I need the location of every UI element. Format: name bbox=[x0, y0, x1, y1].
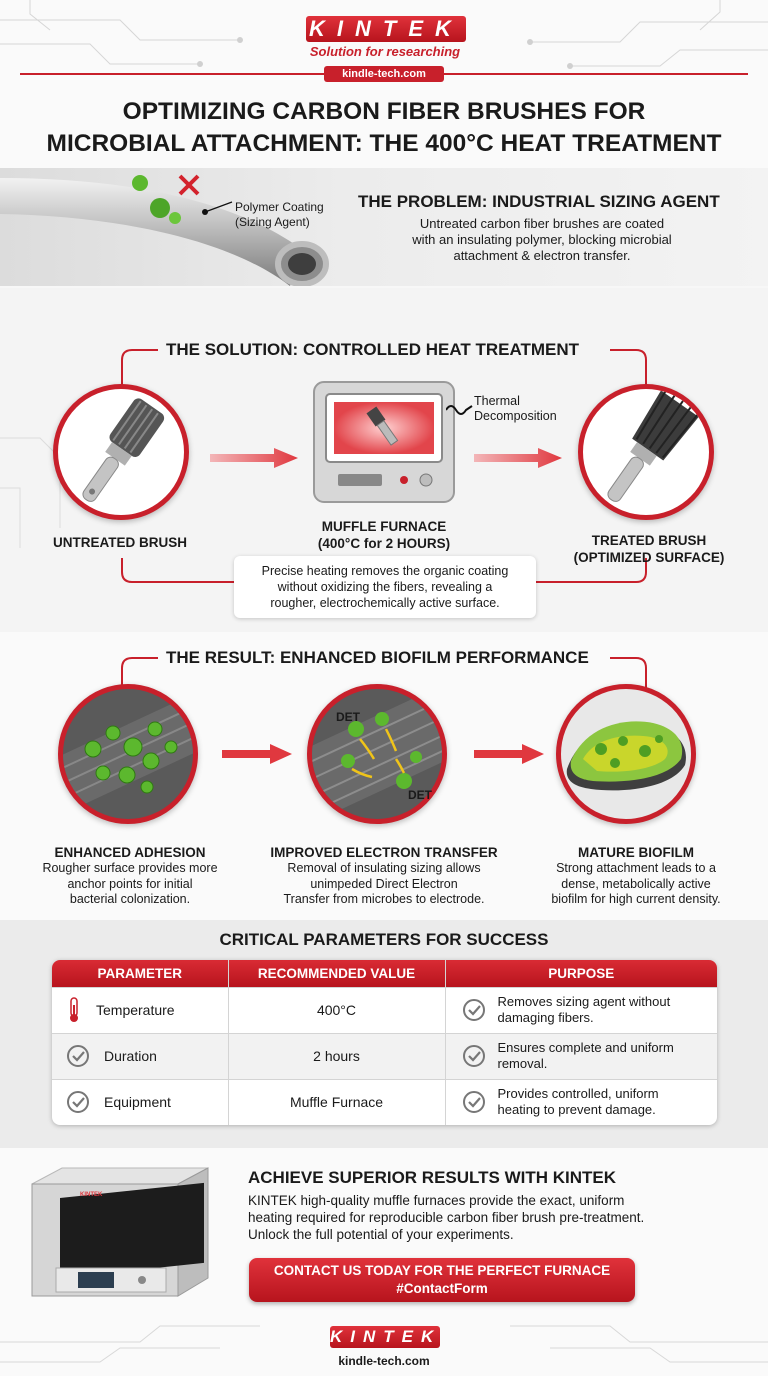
thermal-decomposition-label: Thermal Decomposition bbox=[474, 394, 557, 423]
solution-frame bbox=[0, 349, 647, 583]
cta-section: KINTEK ACHIEVE SUPERIOR RESULTS WITH KIN… bbox=[0, 1148, 768, 1312]
table-row: Duration 2 hours Ensures complete and un… bbox=[52, 1032, 717, 1079]
arrow-right-icon bbox=[474, 744, 544, 764]
table-row: Temperature 400°C Removes sizing agent w… bbox=[52, 986, 717, 1033]
result-section: THE RESULT: ENHANCED BIOFILM PERFORMANCE… bbox=[0, 632, 768, 920]
check-circle-icon bbox=[67, 1091, 89, 1114]
adhesion-illustration bbox=[63, 697, 193, 811]
param-value: Muffle Furnace bbox=[227, 1078, 445, 1125]
electron-transfer-circle bbox=[307, 684, 447, 824]
blocked-x-icon bbox=[178, 174, 200, 196]
table-row: Equipment Muffle Furnace Provides contro… bbox=[52, 1078, 717, 1125]
mature-biofilm-circle bbox=[556, 684, 696, 824]
tagline: Solution for researching bbox=[309, 44, 461, 59]
coated-fiber-illustration bbox=[0, 174, 329, 286]
furnace-brand-label: KINTEK bbox=[80, 1192, 103, 1198]
coating-label: Polymer Coating (Sizing Agent) bbox=[235, 200, 324, 229]
treated-brush-circle bbox=[578, 384, 714, 520]
biofilm-illustration bbox=[566, 721, 686, 791]
kintek-footer-logo[interactable]: KINTEK bbox=[330, 1326, 442, 1348]
contact-button[interactable]: CONTACT US TODAY FOR THE PERFECT FURNACE… bbox=[249, 1258, 635, 1302]
treated-brush-icon bbox=[607, 389, 701, 502]
result-heading: THE RESULT: ENHANCED BIOFILM PERFORMANCE bbox=[166, 648, 589, 667]
param-name: Duration bbox=[104, 1048, 157, 1064]
column-header: RECOMMENDED VALUE bbox=[227, 960, 445, 987]
det-label-top: DET bbox=[336, 710, 360, 724]
result-item-electron-transfer: IMPROVED ELECTRON TRANSFER Removal of in… bbox=[270, 845, 498, 906]
circuit-decoration bbox=[0, 1325, 768, 1363]
param-value: 400°C bbox=[227, 986, 445, 1033]
param-name: Temperature bbox=[96, 1002, 175, 1018]
result-item-adhesion: ENHANCED ADHESION Rougher surface provid… bbox=[42, 845, 218, 906]
result-item-mature-biofilm: MATURE BIOFILM Strong attachment leads t… bbox=[551, 845, 721, 906]
solution-note: Precise heating removes the organic coat… bbox=[234, 556, 536, 618]
check-circle-icon bbox=[462, 1091, 485, 1114]
arrow-right-icon bbox=[210, 448, 298, 468]
parameters-table: PARAMETER RECOMMENDED VALUE PURPOSE Temp… bbox=[52, 960, 717, 1125]
param-value: 2 hours bbox=[227, 1032, 445, 1079]
check-circle-icon bbox=[462, 1045, 485, 1067]
cta-heading: ACHIEVE SUPERIOR RESULTS WITH KINTEK bbox=[248, 1168, 617, 1187]
thermometer-icon bbox=[70, 997, 78, 1022]
title-line-1: OPTIMIZING CARBON FIBER BRUSHES FOR bbox=[122, 98, 646, 125]
det-label-bottom: DET bbox=[408, 788, 432, 802]
problem-heading: THE PROBLEM: INDUSTRIAL SIZING AGENT bbox=[358, 192, 720, 211]
cta-body: KINTEK high-quality muffle furnaces prov… bbox=[248, 1193, 645, 1242]
treated-caption: TREATED BRUSH (OPTIMIZED SURFACE) bbox=[573, 533, 725, 565]
arrow-right-icon bbox=[222, 744, 292, 764]
kintek-logo[interactable]: KINTEK bbox=[306, 16, 466, 42]
column-header: PURPOSE bbox=[444, 960, 717, 987]
brush-icon bbox=[82, 398, 165, 502]
heat-wave-icon bbox=[446, 405, 473, 415]
check-circle-icon bbox=[462, 999, 485, 1021]
untreated-caption: UNTREATED BRUSH bbox=[53, 535, 187, 550]
title-line-2: MICROBIAL ATTACHMENT: THE 400°C HEAT TRE… bbox=[46, 130, 722, 157]
solution-heading: THE SOLUTION: CONTROLLED HEAT TREATMENT bbox=[166, 340, 580, 359]
param-name: Equipment bbox=[104, 1094, 171, 1111]
solution-section: THE SOLUTION: CONTROLLED HEAT TREATMENT … bbox=[0, 288, 768, 632]
check-circle-icon bbox=[67, 1045, 89, 1067]
table-header-row: PARAMETER RECOMMENDED VALUE PURPOSE bbox=[52, 960, 717, 987]
parameters-heading: CRITICAL PARAMETERS FOR SUCCESS bbox=[219, 930, 549, 949]
result-frame bbox=[121, 657, 647, 692]
column-header: PARAMETER bbox=[52, 960, 228, 987]
adhesion-circle bbox=[58, 684, 198, 824]
problem-section: Polymer Coating (Sizing Agent) THE PROBL… bbox=[0, 168, 768, 286]
electron-transfer-illustration bbox=[312, 690, 442, 818]
circuit-decoration bbox=[0, 0, 768, 69]
problem-body: Untreated carbon fiber brushes are coate… bbox=[412, 216, 672, 263]
furnace-caption: MUFFLE FURNACE (400°C for 2 HOURS) bbox=[317, 519, 451, 551]
muffle-furnace-icon bbox=[313, 381, 455, 503]
page-title: OPTIMIZING CARBON FIBER BRUSHES FOR MICR… bbox=[20, 96, 748, 160]
untreated-brush-circle bbox=[53, 384, 189, 520]
footer-site-link[interactable]: kindle-tech.com bbox=[338, 1354, 430, 1368]
arrow-right-icon bbox=[474, 448, 562, 468]
furnace-product-image bbox=[31, 1167, 209, 1297]
site-link[interactable]: kindle-tech.com bbox=[324, 66, 444, 82]
